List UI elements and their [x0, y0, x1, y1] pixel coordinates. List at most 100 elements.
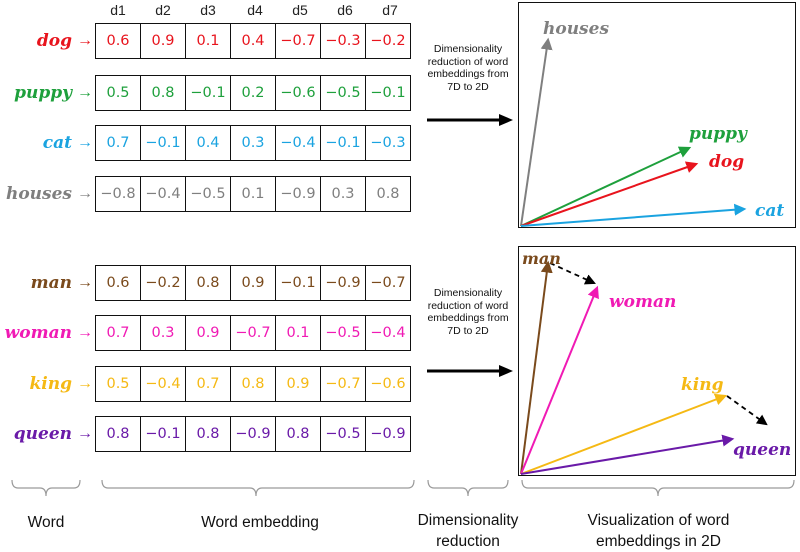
embedding-cell: −0.1: [140, 416, 186, 452]
embedding-cell: −0.5: [320, 315, 366, 351]
plot-panel-animals: houses puppy dog cat: [518, 2, 796, 228]
word-label: king: [29, 374, 72, 394]
reduction-note-top: Dimensionality reduction of word embeddi…: [427, 43, 509, 93]
embedding-cell: −0.2: [140, 265, 186, 301]
embedding-cell: −0.5: [320, 416, 366, 452]
plot-label-houses: houses: [543, 19, 609, 39]
plot-label-king: king: [681, 375, 724, 395]
dim-header-d4: d4: [247, 2, 263, 18]
embedding-cell: −0.5: [320, 75, 366, 111]
right-arrow-icon: →: [77, 274, 93, 291]
embedding-cell: 0.8: [140, 75, 186, 111]
embedding-cell: 0.6: [95, 23, 141, 59]
word-label: cat: [42, 133, 72, 153]
embedding-cell: 0.7: [95, 125, 141, 161]
embedding-cell: 0.2: [230, 75, 276, 111]
word-label: queen: [13, 424, 72, 444]
dim-header-d7: d7: [382, 2, 398, 18]
bottom-braces: [11, 479, 795, 497]
right-arrow-icon: →: [77, 324, 93, 341]
embedding-cell: −0.1: [365, 75, 411, 111]
label-word: Word: [27, 514, 65, 531]
embedding-cell: −0.7: [320, 366, 366, 402]
dim-header-d2: d2: [155, 2, 171, 18]
reduction-arrow-bottom: [427, 365, 513, 377]
embedding-cell: −0.9: [230, 416, 276, 452]
vector-queen: [520, 434, 735, 475]
offset-king-queen: [726, 395, 768, 426]
vector-dog: [520, 161, 699, 227]
embedding-cell: −0.2: [365, 23, 411, 59]
embedding-cell: 0.8: [365, 176, 411, 212]
embedding-cell: −0.7: [365, 265, 411, 301]
embedding-cell: 0.4: [230, 23, 276, 59]
plot-label-man: man: [522, 249, 561, 268]
offset-man-woman: [549, 262, 596, 285]
right-arrow-icon: →: [77, 375, 93, 392]
plot-label-cat: cat: [755, 201, 784, 221]
embedding-cell: 0.1: [185, 23, 231, 59]
reduction-arrow-top: [427, 114, 513, 126]
vector-puppy: [520, 146, 692, 227]
right-arrow-icon: →: [77, 425, 93, 442]
label-word-embedding: Word embedding: [201, 514, 319, 531]
embedding-cell: −0.4: [275, 125, 321, 161]
vector-houses: [520, 37, 553, 227]
right-arrow-icon: →: [77, 134, 93, 151]
brace-word: [11, 479, 81, 497]
plot-animals: houses puppy dog cat: [520, 19, 784, 227]
word-label: puppy: [14, 83, 72, 103]
vector-man: [520, 260, 553, 475]
embedding-cell: −0.4: [365, 315, 411, 351]
word-label: woman: [4, 323, 72, 343]
embedding-cell: −0.6: [275, 75, 321, 111]
plot-label-puppy: puppy: [689, 124, 748, 144]
embedding-cell: 0.1: [230, 176, 276, 212]
embedding-cell: 0.3: [320, 176, 366, 212]
dim-header-d6: d6: [337, 2, 353, 18]
dimension-headers: d1 d2 d3 d4 d5 d6 d7: [95, 0, 415, 20]
embedding-cell: 0.6: [95, 265, 141, 301]
plot-label-woman: woman: [609, 292, 676, 312]
plot-label-queen: queen: [733, 440, 791, 460]
embedding-cell: −0.1: [275, 265, 321, 301]
embedding-cell: −0.8: [95, 176, 141, 212]
embedding-cell: −0.1: [140, 125, 186, 161]
embedding-cell: 0.8: [230, 366, 276, 402]
embedding-cell: 0.5: [95, 366, 141, 402]
embedding-cell: −0.5: [185, 176, 231, 212]
vector-woman: [520, 285, 599, 475]
word-label: dog: [36, 31, 72, 51]
plot-panel-people: man woman king queen: [518, 246, 796, 476]
label-visualization: Visualization of word embeddings in 2D: [587, 512, 730, 550]
embedding-cell: 0.9: [140, 23, 186, 59]
embedding-cell: −0.9: [320, 265, 366, 301]
plot-people: man woman king queen: [520, 249, 791, 475]
embedding-cell: 0.5: [95, 75, 141, 111]
embedding-cell: 0.8: [185, 416, 231, 452]
brace-reduction: [427, 479, 509, 497]
embedding-cell: −0.6: [365, 366, 411, 402]
plot-label-dog: dog: [709, 152, 744, 172]
embedding-cell: 0.7: [95, 315, 141, 351]
right-arrow-icon: →: [77, 32, 93, 49]
word-label: man: [30, 273, 72, 293]
embedding-cell: 0.9: [230, 265, 276, 301]
embedding-cell: 0.9: [275, 366, 321, 402]
embedding-cell: 0.8: [185, 265, 231, 301]
vector-cat: [520, 203, 747, 227]
embedding-cell: −0.9: [365, 416, 411, 452]
